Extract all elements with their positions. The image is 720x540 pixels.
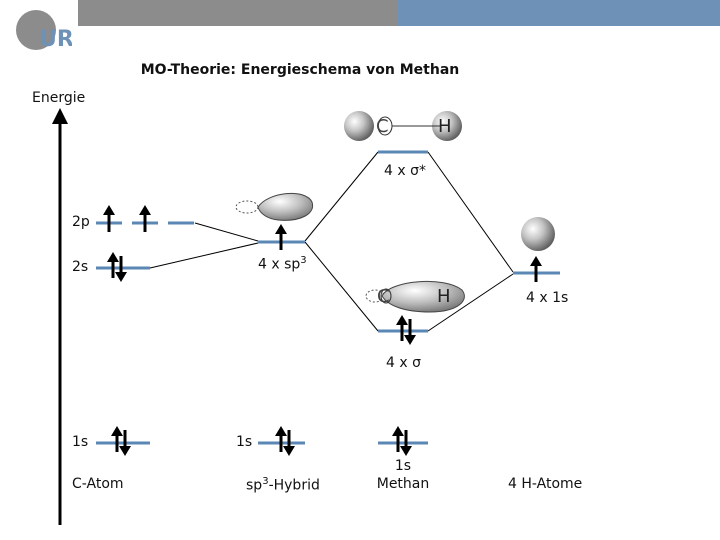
level-label-hyb-1s: 1s bbox=[236, 434, 253, 450]
bonding-orbital-picture bbox=[365, 280, 465, 313]
level-label-2p: 2p bbox=[72, 214, 90, 230]
axis-label-energie: Energie bbox=[32, 90, 86, 106]
header-bar-blue bbox=[398, 0, 720, 26]
connector-2p-to-sp3 bbox=[194, 222, 259, 242]
antibonding-h-label: H bbox=[438, 116, 452, 137]
antibonding-c-label: C bbox=[376, 116, 389, 137]
sp3-orbital-picture bbox=[235, 192, 314, 221]
level-label-2s: 2s bbox=[72, 259, 89, 275]
header-bar-gray bbox=[78, 0, 398, 26]
level-label-sigma: 4 x σ bbox=[386, 355, 421, 371]
column-label-methan-1s: 1s bbox=[394, 458, 412, 474]
connector-sp3-to-sigma bbox=[304, 241, 379, 332]
antibonding-orbital-picture bbox=[344, 111, 462, 141]
logo-text: UR bbox=[39, 27, 72, 52]
connector-sp3-to-sigma-star bbox=[304, 151, 379, 242]
page-title: MO-Theorie: Energieschema von Methan bbox=[140, 62, 460, 78]
connector-2s-to-sp3 bbox=[149, 242, 259, 269]
energy-axis-arrowhead bbox=[52, 108, 68, 124]
column-label-h-atoms: 4 H-Atome bbox=[508, 476, 583, 492]
bonding-h-label: H bbox=[437, 286, 451, 307]
column-label-methan: Methan bbox=[376, 476, 430, 492]
h-1s-orbital-sphere bbox=[521, 217, 555, 251]
bonding-c-label: C bbox=[377, 286, 390, 307]
level-label-sp3: 4 x sp3 bbox=[258, 255, 307, 273]
university-logo: UR bbox=[16, 10, 72, 52]
level-label-sigma-star: 4 x σ* bbox=[384, 163, 426, 179]
column-label-hybrid: sp3-Hybrid bbox=[246, 476, 320, 494]
connector-h1s-to-sigma bbox=[427, 273, 514, 332]
column-label-c-atom: C-Atom bbox=[72, 476, 124, 492]
connector-h1s-to-sigma-star bbox=[427, 151, 514, 273]
level-label-h-1s: 4 x 1s bbox=[526, 290, 569, 306]
level-label-c-1s: 1s bbox=[72, 434, 89, 450]
